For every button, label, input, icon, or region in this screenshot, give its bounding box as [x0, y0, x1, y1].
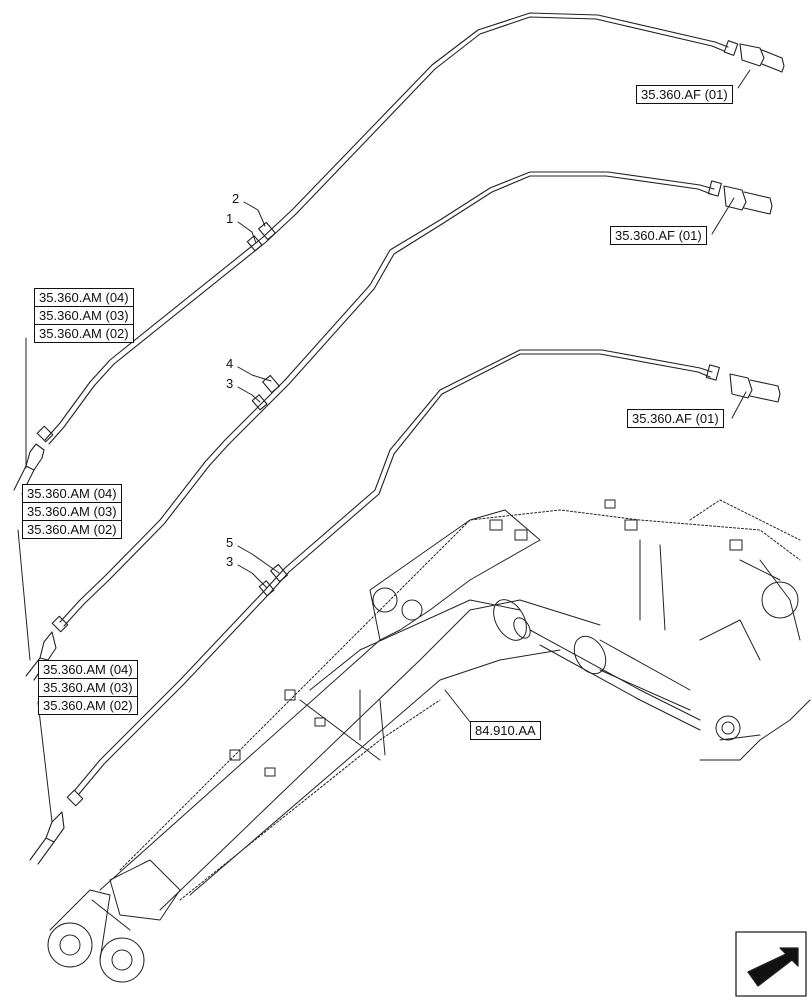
- ref-af-middle[interactable]: 35.360.AF (01): [610, 226, 707, 245]
- ref-am-04[interactable]: 35.360.AM (04): [34, 288, 134, 307]
- callout-5: 5: [226, 535, 234, 550]
- excavator-arm: [47, 499, 811, 983]
- callout-1: 1: [226, 211, 234, 226]
- ref-am-03[interactable]: 35.360.AM (03): [38, 679, 138, 697]
- hydraulic-pipe-2: [25, 171, 773, 681]
- callout-2: 2: [232, 191, 240, 206]
- callout-4: 4: [226, 356, 234, 371]
- callout-3-lower: 3: [226, 554, 234, 569]
- callout-3-upper: 3: [226, 376, 234, 391]
- ref-am-03[interactable]: 35.360.AM (03): [34, 307, 134, 325]
- hydraulic-pipe-3: [29, 349, 781, 865]
- ref-am-02[interactable]: 35.360.AM (02): [38, 697, 138, 715]
- ref-af-lower[interactable]: 35.360.AF (01): [627, 409, 724, 428]
- leader-lines: [17, 69, 751, 823]
- ref-am-04[interactable]: 35.360.AM (04): [22, 484, 122, 503]
- ref-am-02[interactable]: 35.360.AM (02): [34, 325, 134, 343]
- ref-am-group-3: 35.360.AM (04) 35.360.AM (03) 35.360.AM …: [38, 660, 138, 715]
- ref-am-group-1: 35.360.AM (04) 35.360.AM (03) 35.360.AM …: [34, 288, 134, 343]
- ref-am-02[interactable]: 35.360.AM (02): [22, 521, 122, 539]
- ref-boom[interactable]: 84.910.AA: [470, 721, 541, 740]
- ref-am-group-2: 35.360.AM (04) 35.360.AM (03) 35.360.AM …: [22, 484, 122, 539]
- view-direction-arrow-icon: [735, 931, 807, 997]
- ref-am-03[interactable]: 35.360.AM (03): [22, 503, 122, 521]
- ref-am-04[interactable]: 35.360.AM (04): [38, 660, 138, 679]
- ref-af-top[interactable]: 35.360.AF (01): [636, 85, 733, 104]
- hydraulic-pipe-1: [13, 12, 785, 495]
